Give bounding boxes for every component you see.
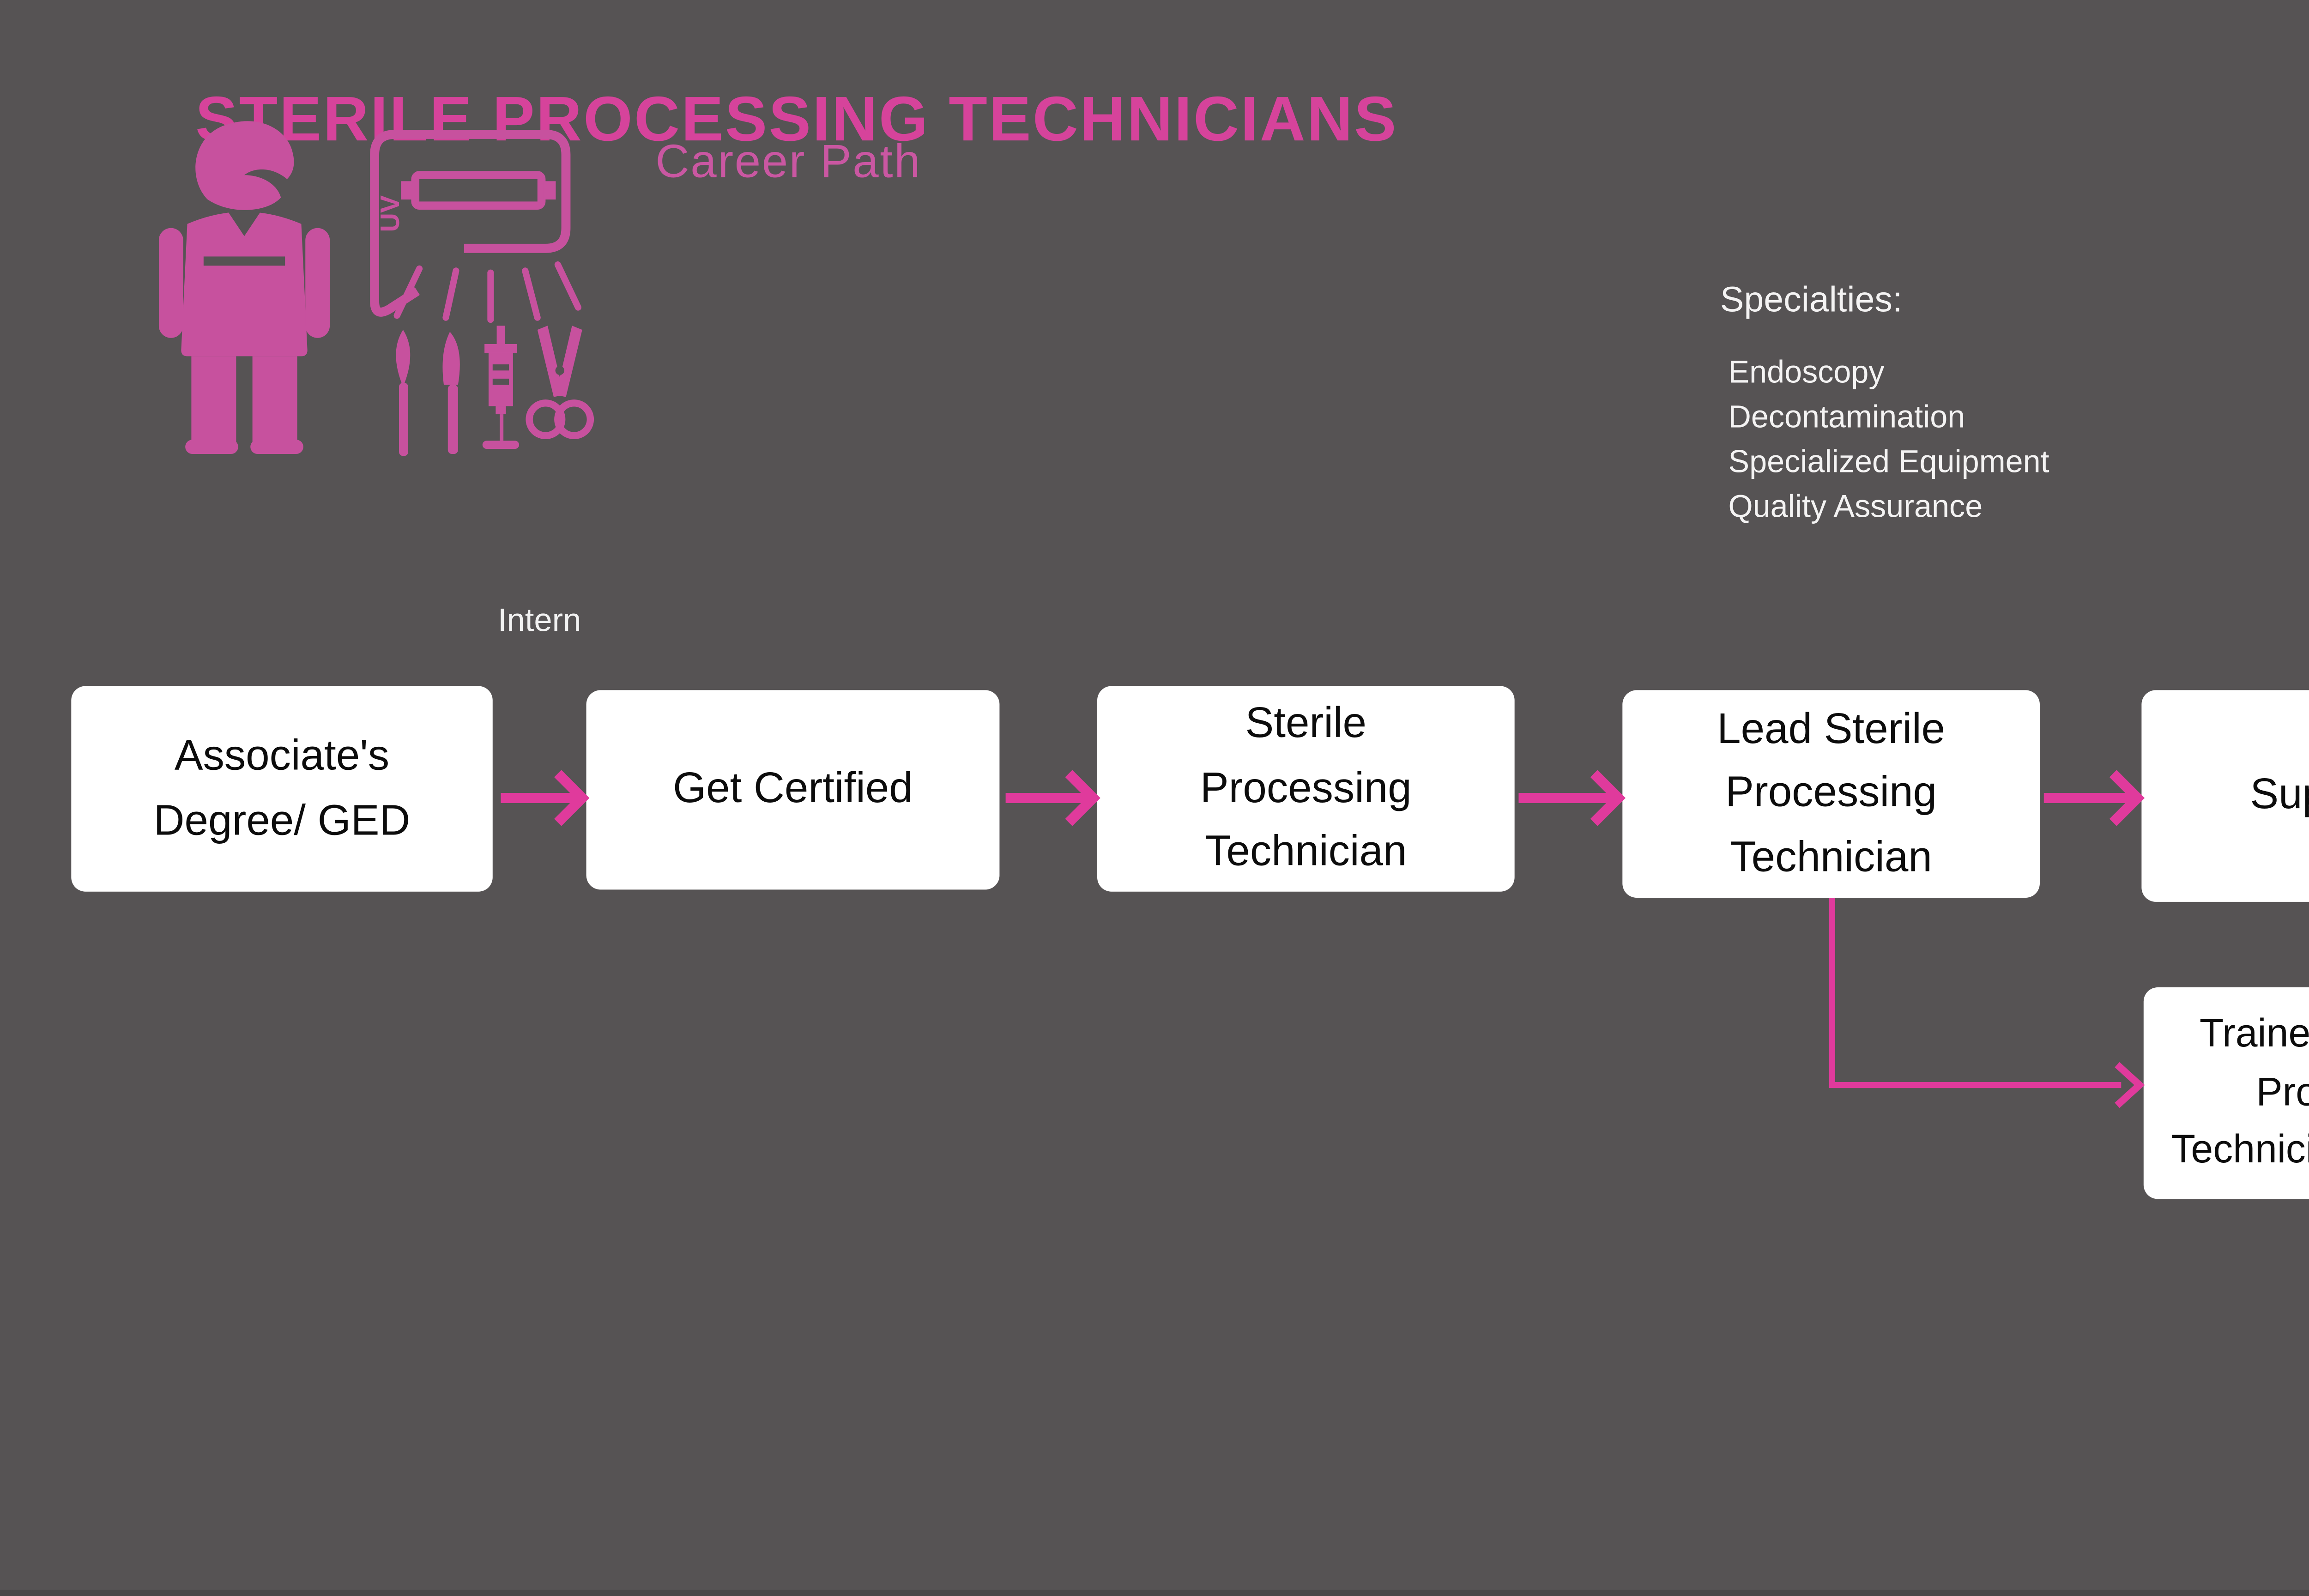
flow-stage-label-intern: Intern [497,605,581,640]
node-label: Associate's Degree/ GED [153,732,411,844]
bottom-edge-strip [0,1590,2309,1596]
uv-lamp-icon [370,130,571,317]
node-label: Lead Sterile Processing Technician [1717,706,1946,881]
node-label: Trainers in Sterile Processing Technicia… [2171,1012,2309,1173]
branch-connector [1829,897,2145,1108]
instrument-cutouts [492,364,564,385]
node-label: Sterile Processing Technician [1200,701,1412,876]
uv-lamp-caps [401,181,556,200]
page-subtitle: Career Path [655,134,922,187]
specialties-section: Specialties: Endoscopy Decontamination S… [1720,279,2249,531]
flow-node-supervisor: Supervisor [2141,690,2309,902]
technician-person-icon [158,121,330,454]
uv-rays-icon [393,261,581,323]
node-label: Supervisor [2250,772,2309,819]
specialties-list: Endoscopy Decontamination Specialized Eq… [1720,352,2249,531]
flow-node-sterile-processing-technician: Sterile Processing Technician [1097,686,1515,892]
specialty-item: Endoscopy [1728,356,1885,391]
specialties-heading: Specialties: [1720,278,1903,320]
sterile-processing-icon: UV [158,121,594,456]
flow-node-associates-degree: Associate's Degree/ GED [71,686,493,892]
flow-node-lead-sterile-processing-technician: Lead Sterile Processing Technician [1622,690,2040,898]
specialty-item: Specialized Equipment [1728,445,2049,480]
scissors-rings [526,399,594,440]
specialty-item: Quality Assurance [1728,490,1983,525]
flow-arrow-head [554,770,590,826]
uv-label: UV [375,195,405,232]
flow-node-trainers: Trainers in Sterile Processing Technicia… [2143,987,2309,1199]
flow-arrow-head [2109,770,2145,826]
specialty-item: Decontamination [1728,400,1965,435]
flow-node-get-certified: Get Certified [586,690,1000,890]
page-title: STERILE PROCESSING TECHNICIANS [195,83,1398,154]
branch-arrow-head [2115,1062,2145,1108]
flow-arrow-head [1590,770,1626,826]
branch-connector-line [1829,897,2122,1088]
node-label: Get Certified [673,766,913,813]
flow-arrow-head [1065,770,1100,826]
person-cutout-details [203,212,285,266]
